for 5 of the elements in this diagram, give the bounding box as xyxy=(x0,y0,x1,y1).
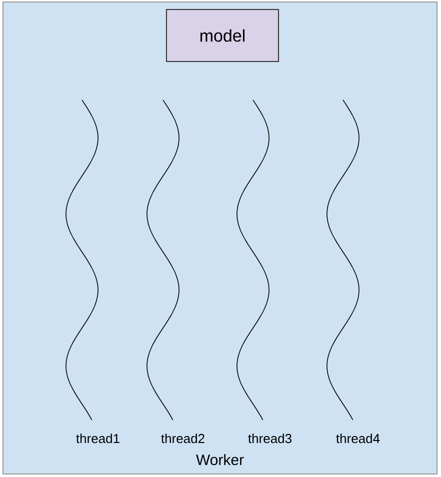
thread-label: thread4 xyxy=(336,434,380,444)
model-box: model xyxy=(166,9,279,62)
thread-label: thread1 xyxy=(76,434,120,444)
thread-label: thread3 xyxy=(248,434,292,444)
thread-label: thread2 xyxy=(161,434,204,444)
